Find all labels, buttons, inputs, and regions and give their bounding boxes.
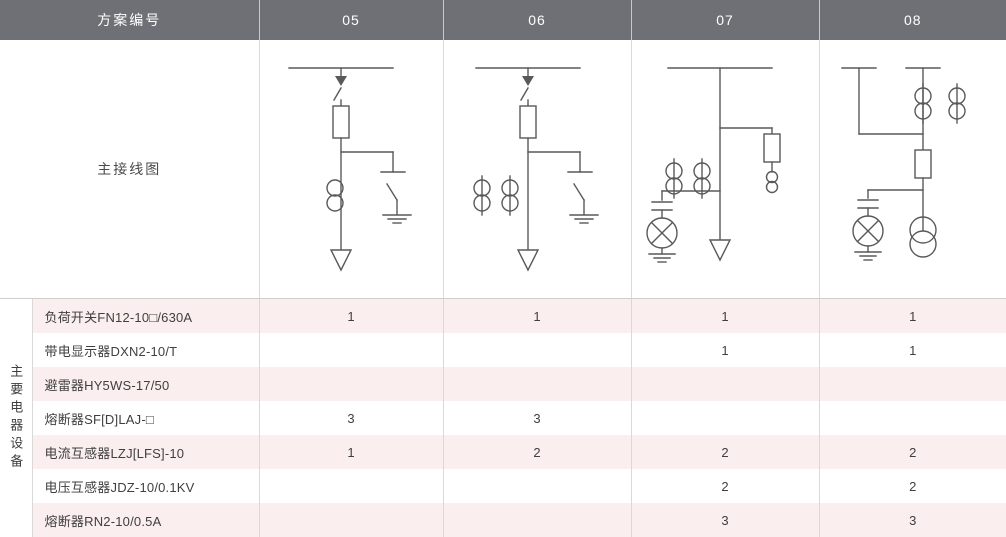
fuse-icon	[915, 150, 931, 178]
potential-transformer-small-icon	[767, 172, 778, 193]
earth-icon	[570, 215, 598, 223]
cell-06: 2	[443, 435, 631, 469]
single-line-diagram-08	[821, 54, 1006, 284]
table-row: 避雷器HY5WS-17/50	[0, 367, 1006, 401]
cell-07: 1	[631, 299, 819, 334]
cell-05	[259, 469, 443, 503]
row-label: 电流互感器LZJ[LFS]-10	[32, 435, 259, 469]
side-label-cell: 主要电器设备	[0, 299, 32, 537]
table-row: 电流互感器LZJ[LFS]-10 1 2 2 2	[0, 435, 1006, 469]
cell-08: 1	[819, 333, 1006, 367]
cell-05: 1	[259, 435, 443, 469]
cable-outgoing-arrow-icon	[710, 240, 730, 260]
header-scheme-number: 方案编号	[0, 0, 259, 40]
fuse-icon	[764, 134, 780, 162]
earth-icon	[855, 252, 881, 260]
voltage-transformer-icon	[853, 216, 883, 246]
current-transformer-icon	[666, 159, 682, 198]
cable-outgoing-arrow-icon	[518, 250, 538, 270]
single-line-diagram-06	[445, 54, 630, 284]
diagram-row: 主接线图	[0, 40, 1006, 299]
cell-06	[443, 333, 631, 367]
diagram-cell-05	[259, 40, 443, 299]
load-switch-icon	[335, 76, 347, 86]
cell-06	[443, 503, 631, 537]
row-label: 避雷器HY5WS-17/50	[32, 367, 259, 401]
table-row: 带电显示器DXN2-10/T 1 1	[0, 333, 1006, 367]
row-label: 熔断器RN2-10/0.5A	[32, 503, 259, 537]
cell-07: 3	[631, 503, 819, 537]
single-line-diagram-07	[633, 54, 818, 284]
fuse-icon	[520, 106, 536, 138]
scheme-comparison-sheet: 方案编号 05 06 07 08 主接线图	[0, 0, 1006, 522]
cell-07: 2	[631, 435, 819, 469]
diagram-row-label: 主接线图	[97, 161, 161, 177]
header-row: 方案编号 05 06 07 08	[0, 0, 1006, 40]
cell-08: 2	[819, 469, 1006, 503]
diagram-cell-06	[443, 40, 631, 299]
cell-05	[259, 333, 443, 367]
voltage-transformer-icon	[647, 218, 677, 248]
current-transformer-icon	[915, 84, 931, 123]
earth-icon	[649, 254, 675, 262]
header-col-06: 06	[443, 0, 631, 40]
cell-08: 3	[819, 503, 1006, 537]
cell-07: 2	[631, 469, 819, 503]
cell-06	[443, 367, 631, 401]
row-label: 熔断器SF[D]LAJ-□	[32, 401, 259, 435]
fuse-icon	[333, 106, 349, 138]
cell-08: 2	[819, 435, 1006, 469]
table-row: 熔断器SF[D]LAJ-□ 3 3	[0, 401, 1006, 435]
cell-05	[259, 367, 443, 401]
diagram-cell-07	[631, 40, 819, 299]
diagram-cell-08	[819, 40, 1006, 299]
cell-05: 3	[259, 401, 443, 435]
current-transformer-icon	[694, 159, 710, 198]
row-label: 带电显示器DXN2-10/T	[32, 333, 259, 367]
table-header: 方案编号 05 06 07 08	[0, 0, 1006, 40]
table-body: 主接线图	[0, 40, 1006, 537]
arrester-icon	[858, 200, 878, 208]
header-col-05: 05	[259, 0, 443, 40]
table-row: 熔断器RN2-10/0.5A 3 3	[0, 503, 1006, 537]
cable-outgoing-arrow-icon	[331, 250, 351, 270]
arrester-icon	[652, 202, 672, 210]
table-row: 电压互感器JDZ-10/0.1KV 2 2	[0, 469, 1006, 503]
cell-06: 1	[443, 299, 631, 334]
earth-icon	[383, 215, 411, 223]
diagram-row-label-cell: 主接线图	[0, 40, 259, 299]
cell-05: 1	[259, 299, 443, 334]
single-line-diagram-05	[261, 54, 442, 284]
cell-06: 3	[443, 401, 631, 435]
cell-07: 1	[631, 333, 819, 367]
table-row: 主要电器设备 负荷开关FN12-10□/630A 1 1 1 1	[0, 299, 1006, 334]
current-transformer-icon	[474, 176, 490, 215]
cell-06	[443, 469, 631, 503]
cell-05	[259, 503, 443, 537]
current-transformer-icon	[502, 176, 518, 215]
load-switch-icon	[522, 76, 534, 86]
current-transformer-icon	[949, 84, 965, 123]
header-col-07: 07	[631, 0, 819, 40]
cell-07	[631, 367, 819, 401]
cell-08	[819, 367, 1006, 401]
cell-08: 1	[819, 299, 1006, 334]
cell-08	[819, 401, 1006, 435]
side-label: 主要电器设备	[9, 364, 22, 472]
row-label: 电压互感器JDZ-10/0.1KV	[32, 469, 259, 503]
cell-07	[631, 401, 819, 435]
header-col-08: 08	[819, 0, 1006, 40]
row-label: 负荷开关FN12-10□/630A	[32, 299, 259, 334]
